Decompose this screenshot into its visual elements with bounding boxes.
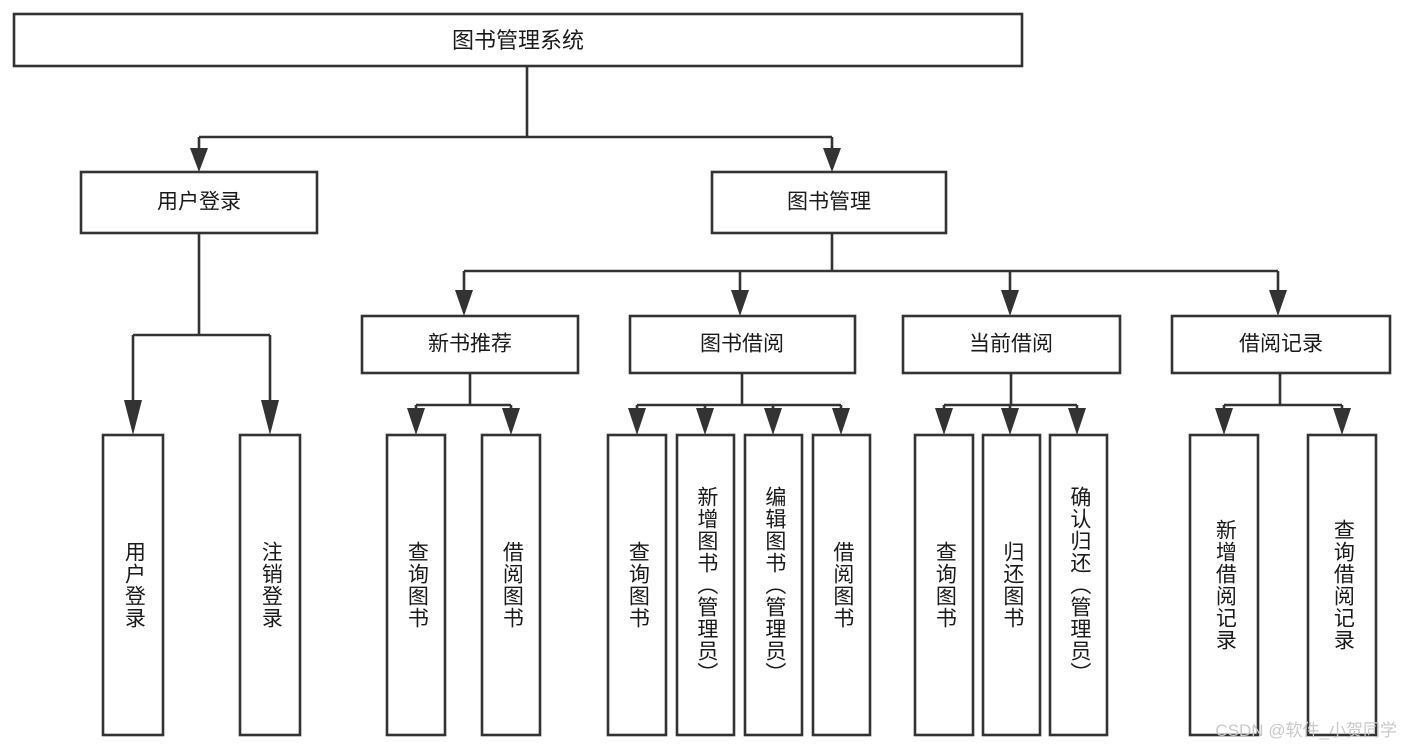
arrow-root-to-bookmgmt <box>823 148 841 172</box>
arrow-bookmgmt-c3 <box>1001 290 1019 316</box>
node-borrow-record-label: 借阅记录 <box>1239 333 1323 356</box>
arrow-bookmgmt-c1 <box>455 290 473 316</box>
arrow-userlogin-leaf1 <box>124 400 142 435</box>
arrow-borrowrecord-l2 <box>1333 408 1351 435</box>
node-current-borrow-box[interactable] <box>901 314 1122 375</box>
arrow-bookmgmt-c4 <box>1269 290 1287 316</box>
node-new-book-recommend-box[interactable] <box>360 314 580 375</box>
leaf-user-login-box[interactable] <box>101 433 165 737</box>
root-node[interactable]: 图书管理系统 <box>12 12 1024 68</box>
leaf-return-book-box[interactable] <box>981 433 1042 737</box>
node-new-book-recommend-label: 新书推荐 <box>428 333 512 356</box>
arrow-newbook-l1 <box>407 408 425 435</box>
root-node-label: 图书管理系统 <box>452 28 584 53</box>
node-current-borrow-label: 当前借阅 <box>969 333 1053 356</box>
arrow-bookborrow-l2 <box>696 408 714 435</box>
node-book-management-box[interactable] <box>710 170 948 235</box>
node-new-book-recommend[interactable]: 新书推荐 <box>360 314 580 375</box>
watermark-text: CSDN @软件_小贺同学 <box>1215 721 1397 740</box>
arrow-borrowrecord-l1 <box>1215 408 1233 435</box>
node-user-login[interactable]: 用户登录 <box>79 170 319 235</box>
arrow-root-to-userlogin <box>190 148 208 172</box>
leaf-add-borrow-record-box[interactable] <box>1188 433 1260 737</box>
node-borrow-record[interactable]: 借阅记录 <box>1170 314 1392 375</box>
leaf-confirm-return-admin-box[interactable] <box>1048 433 1109 737</box>
arrow-bookborrow-l1 <box>628 408 646 435</box>
root-node-box[interactable] <box>12 12 1024 68</box>
arrow-currentborrow-l3 <box>1068 408 1086 435</box>
node-borrow-record-box[interactable] <box>1170 314 1392 375</box>
leaf-query-borrow-record-box[interactable] <box>1306 433 1378 737</box>
node-user-login-box[interactable] <box>79 170 319 235</box>
leaf-add-book-admin-box[interactable] <box>675 433 736 737</box>
node-book-management-label: 图书管理 <box>787 191 871 214</box>
leaf-borrow-book-2-box[interactable] <box>811 433 872 737</box>
leaf-query-book-1-box[interactable] <box>385 433 447 737</box>
arrow-bookmgmt-c2 <box>731 290 749 316</box>
arrow-bookborrow-l3 <box>764 408 782 435</box>
leaf-box-group <box>101 433 1378 737</box>
leaf-query-book-3-box[interactable] <box>913 433 975 737</box>
arrow-userlogin-leaf2 <box>261 400 279 435</box>
node-book-borrow-label: 图书借阅 <box>700 333 784 356</box>
arrow-currentborrow-l1 <box>935 408 953 435</box>
leaf-logout-box[interactable] <box>238 433 302 737</box>
connector-group <box>124 66 1351 435</box>
arrow-currentborrow-l2 <box>1001 408 1019 435</box>
node-book-borrow[interactable]: 图书借阅 <box>628 314 857 375</box>
arrow-bookborrow-l4 <box>832 408 850 435</box>
leaf-borrow-book-1-box[interactable] <box>480 433 542 737</box>
node-user-login-label: 用户登录 <box>157 191 241 214</box>
arrow-newbook-l2 <box>502 408 520 435</box>
leaf-query-book-2-box[interactable] <box>606 433 668 737</box>
node-book-management[interactable]: 图书管理 <box>710 170 948 235</box>
node-current-borrow[interactable]: 当前借阅 <box>901 314 1122 375</box>
node-book-borrow-box[interactable] <box>628 314 857 375</box>
leaf-edit-book-admin-box[interactable] <box>743 433 804 737</box>
